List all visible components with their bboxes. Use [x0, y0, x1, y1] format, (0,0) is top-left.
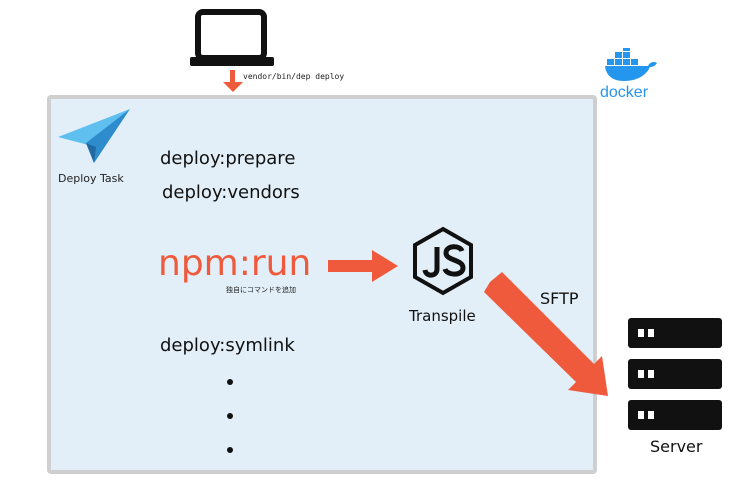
task-deploy-vendors: deploy:vendors: [162, 182, 300, 203]
server-icon: [628, 318, 722, 430]
nodejs-icon: [413, 226, 473, 296]
npm-note: 独自にコマンドを追加: [226, 286, 296, 294]
transpile-label: Transpile: [409, 307, 476, 325]
sftp-label: SFTP: [540, 289, 579, 308]
deploy-task-label: Deploy Task: [58, 172, 124, 185]
down-arrow: [223, 70, 243, 92]
deploy-command: vendor/bin/dep deploy: [243, 72, 345, 81]
ellipsis-dot: [227, 447, 233, 453]
laptop-icon: [190, 9, 274, 66]
ellipsis-dot: [227, 413, 233, 419]
ellipsis-dot: [227, 379, 233, 385]
task-deploy-prepare: deploy:prepare: [160, 148, 296, 169]
task-npm-run: npm:run: [158, 243, 312, 284]
sftp-arrow: [484, 272, 608, 396]
docker-wordmark: docker: [600, 84, 649, 101]
server-label: Server: [650, 437, 703, 456]
npm-to-node-arrow: [328, 250, 398, 282]
docker-icon: [605, 48, 657, 81]
task-deploy-symlink: deploy:symlink: [160, 335, 295, 356]
paper-plane-icon: [58, 109, 130, 163]
